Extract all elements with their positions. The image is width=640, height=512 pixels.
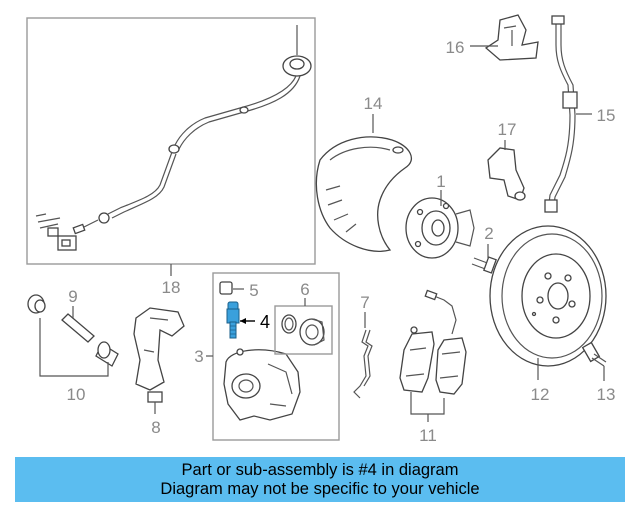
callout-16: 16 (446, 38, 465, 57)
callout-1: 1 (436, 172, 445, 191)
callout-14: 14 (364, 94, 383, 113)
callout-10: 10 (67, 385, 86, 404)
splash-shield-14-drawing (315, 136, 412, 252)
leader-10 (39, 318, 109, 377)
abs-harness-drawing (35, 25, 312, 251)
leader-11 (410, 392, 445, 415)
callout-7: 7 (360, 293, 369, 312)
caliper-bracket-8-drawing (133, 307, 185, 403)
clip-7-drawing (353, 329, 373, 399)
callout-11: 11 (419, 426, 437, 445)
wheel-bolt-13-drawing (581, 341, 607, 367)
bolt-2-drawing (471, 256, 497, 274)
bracket-17-drawing (487, 147, 526, 201)
seal-kit-6-drawing (281, 314, 325, 346)
bleeder-screw-4-highlighted[interactable] (226, 301, 240, 339)
leader-4-arrow (240, 318, 246, 324)
group-box-6 (274, 305, 333, 355)
callout-2: 2 (484, 224, 493, 243)
callout-8: 8 (151, 418, 160, 437)
info-banner: Part or sub-assembly is #4 in diagram Di… (15, 457, 625, 502)
rotor-12-drawing (489, 225, 607, 367)
callout-6: 6 (300, 280, 309, 299)
callout-17: 17 (498, 120, 517, 139)
guide-pin-9-drawing (27, 294, 119, 367)
group-box-18 (26, 17, 316, 265)
banner-line-1: Part or sub-assembly is #4 in diagram (181, 461, 459, 479)
bracket-16-drawing (484, 14, 539, 61)
callout-3: 3 (194, 347, 203, 366)
cap-5-drawing (219, 281, 233, 295)
callout-13: 13 (597, 385, 616, 404)
parts-diagram: 18 16 15 17 14 1 (26, 14, 616, 445)
banner-line-2: Diagram may not be specific to your vehi… (160, 480, 480, 498)
callout-12: 12 (531, 385, 550, 404)
callout-15: 15 (597, 106, 616, 125)
callout-5: 5 (249, 281, 258, 300)
callout-9: 9 (68, 287, 77, 306)
callout-18: 18 (162, 278, 181, 297)
caliper-body-drawing (223, 348, 301, 421)
brake-pads-11-drawing (399, 289, 467, 395)
callout-4: 4 (260, 312, 270, 332)
hub-1-drawing (405, 197, 475, 259)
brake-hose-15-drawing (544, 15, 578, 213)
